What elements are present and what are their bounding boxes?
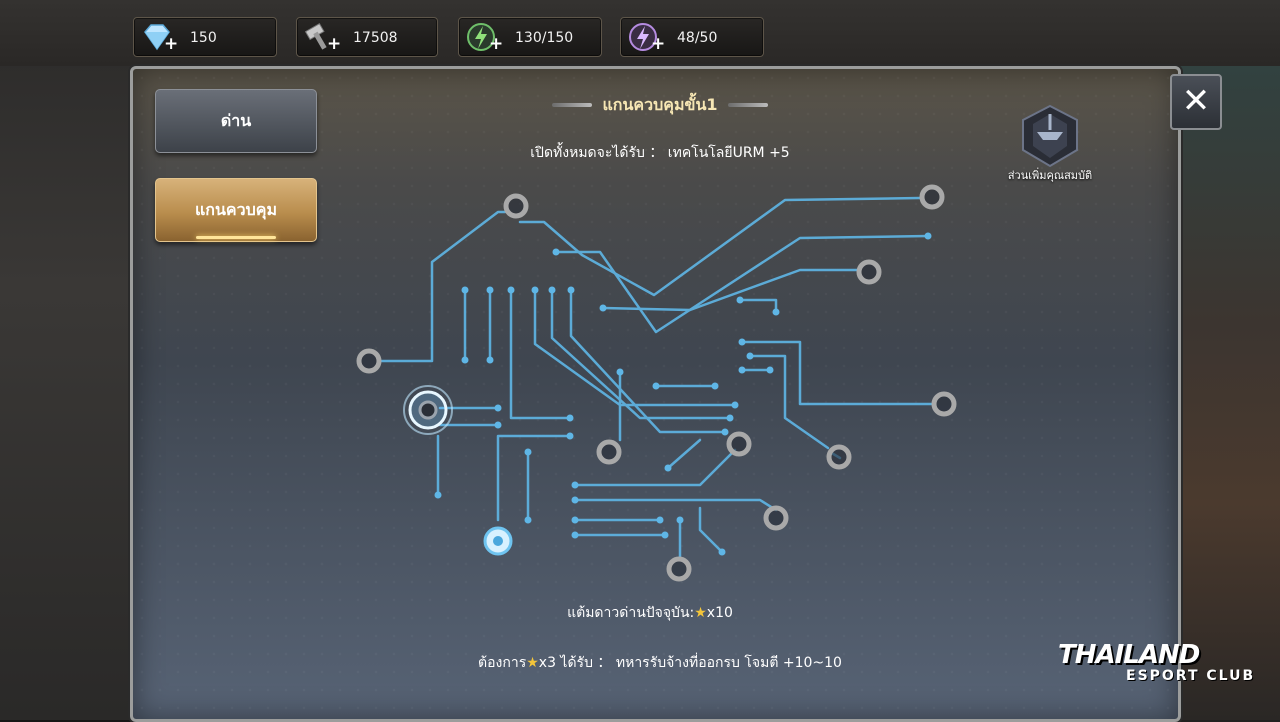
completion-reward-text: เปิดทั้งหมดจะได้รับ ： เทคโนโลยีURM +5 <box>530 145 790 161</box>
resource-purple-energy[interactable]: + 48/50 <box>620 17 764 57</box>
circuit-node[interactable] <box>726 431 752 457</box>
resource-green-energy[interactable]: + 130/150 <box>458 17 602 57</box>
hammer-icon <box>303 20 337 54</box>
panel-title-bar: แกนควบคุมขั้น1 <box>540 92 780 118</box>
requirement-reward-text: x3 ได้รับ ： ทหารรับจ้างที่ออกรบ โจมตี +1… <box>538 655 842 671</box>
background-left <box>0 0 140 720</box>
circuit-node[interactable] <box>856 259 882 285</box>
hammer-value: 17508 <box>353 30 398 46</box>
title-decoration-left <box>552 103 593 107</box>
add-purple-energy-icon[interactable]: + <box>651 34 666 54</box>
circuit-endpoints <box>434 232 932 556</box>
stage-tab[interactable]: ด่าน <box>155 89 317 153</box>
circuit-node[interactable] <box>919 184 945 210</box>
helmet-icon <box>1022 104 1078 168</box>
control-core-panel <box>130 66 1181 722</box>
stage-tab-label: ด่าน <box>220 111 252 130</box>
purple-energy-value: 48/50 <box>677 30 718 46</box>
circuit-node[interactable] <box>356 348 382 374</box>
circuit-node[interactable] <box>826 444 852 470</box>
diamond-value: 150 <box>190 30 217 46</box>
circuit-node[interactable] <box>503 193 529 219</box>
star-icon: ★ <box>526 655 539 671</box>
active-tab-indicator <box>196 236 276 239</box>
current-stage-stars: แต้มดาวด่านปัจจุบัน:★x10 <box>500 602 800 624</box>
circuit-node[interactable] <box>763 505 789 531</box>
requirement-reward-line: ต้องการ★x3 ได้รับ ： ทหารรับจ้างที่ออกรบ … <box>420 652 900 674</box>
stars-prefix: แต้มดาวด่านปัจจุบัน: <box>567 605 695 621</box>
diamond-icon <box>140 20 174 54</box>
attribute-bonus-button[interactable]: ส่วนเพิ่มคุณสมบัติ <box>1005 104 1095 184</box>
add-green-energy-icon[interactable]: + <box>489 34 504 54</box>
title-decoration-right <box>727 103 768 107</box>
add-hammer-icon[interactable]: + <box>327 34 342 54</box>
start-node[interactable] <box>483 526 513 556</box>
add-diamond-icon[interactable]: + <box>164 34 179 54</box>
stars-count: x10 <box>706 605 733 621</box>
panel-title: แกนควบคุมขั้น1 <box>602 94 718 114</box>
active-node[interactable] <box>403 385 453 435</box>
resource-diamond[interactable]: + 150 <box>133 17 277 57</box>
circuit-node[interactable] <box>596 439 622 465</box>
control-core-tab[interactable]: แกนควบคุม <box>155 178 317 242</box>
close-icon: ✕ <box>1181 81 1211 121</box>
resource-hammer[interactable]: + 17508 <box>296 17 438 57</box>
watermark-main-text: THAILAND <box>1058 640 1200 670</box>
circuit-nodes[interactable] <box>356 184 957 582</box>
watermark-sub-text: ESPORT CLUB <box>1126 668 1256 684</box>
circuit-node[interactable] <box>931 391 957 417</box>
star-icon: ★ <box>694 605 707 621</box>
attribute-bonus-label: ส่วนเพิ่มคุณสมบัติ <box>1007 169 1093 182</box>
requirement-prefix: ต้องการ <box>478 655 527 671</box>
circuit-node[interactable] <box>666 556 692 582</box>
watermark-logo: THAILAND ESPORT CLUB <box>1058 640 1268 710</box>
circuit-traces <box>379 196 936 562</box>
close-button[interactable]: ✕ <box>1170 74 1222 130</box>
green-energy-value: 130/150 <box>515 30 574 46</box>
green-energy-icon <box>465 20 499 54</box>
control-core-tab-label: แกนควบคุม <box>194 200 278 219</box>
purple-energy-icon <box>627 20 661 54</box>
